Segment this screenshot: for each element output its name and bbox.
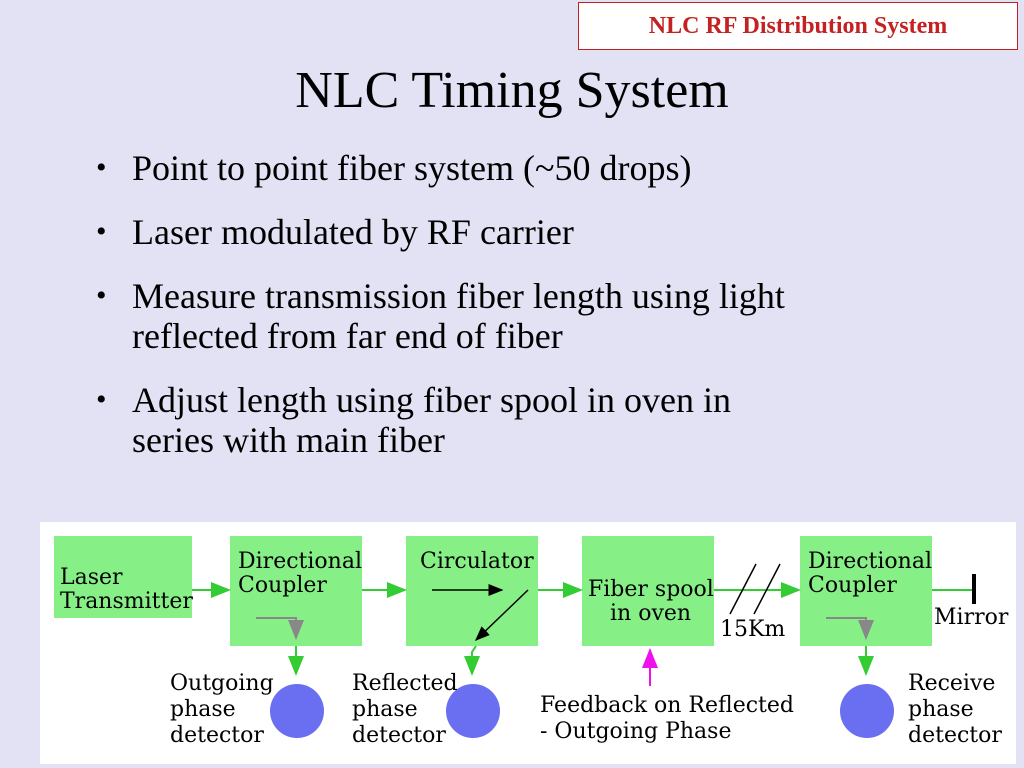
bullet-text: Measure transmission fiber length using …	[132, 276, 785, 316]
receive-detector-label-line3: detector	[908, 723, 1002, 748]
bullet-dot-icon: •	[96, 215, 107, 248]
mirror-label: Mirror	[934, 605, 1009, 630]
receive-detector-label-line1: Receive	[908, 671, 996, 696]
header-label: NLC RF Distribution System	[578, 2, 1018, 50]
timing-block-diagram: Laser Transmitter Directional Coupler Ci…	[40, 522, 1016, 764]
bullet-item: • Point to point fiber system (~50 drops…	[92, 148, 992, 188]
directional-coupler-1-box: Directional Coupler	[230, 536, 362, 646]
receive-phase-detector	[840, 684, 894, 738]
slide-title: NLC Timing System	[295, 62, 729, 119]
bullet-dot-icon: •	[96, 151, 107, 184]
coupler-2-label-line2: Coupler	[808, 573, 897, 598]
reflected-detector-label-line2: phase	[352, 697, 418, 722]
laser-transmitter-label-line2: Transmitter	[60, 589, 193, 614]
bullet-text: Adjust length using fiber spool in oven …	[132, 380, 731, 420]
feedback-label-line1: Feedback on Reflected	[540, 693, 794, 718]
circulator-label: Circulator	[420, 549, 534, 574]
bullet-item: • Laser modulated by RF carrier	[92, 212, 992, 252]
circulator-return-arrow	[474, 589, 529, 642]
bullet-dot-icon: •	[96, 279, 107, 312]
circulator-box: Circulator	[406, 536, 538, 646]
fiber-spool-label-line1: Fiber spool	[588, 577, 714, 602]
bullet-list: • Point to point fiber system (~50 drops…	[92, 148, 992, 484]
reflected-detector-label-line3: detector	[352, 723, 446, 748]
laser-transmitter-box: Laser Transmitter	[54, 536, 193, 618]
coupler2-tap-arrow	[826, 617, 874, 640]
outgoing-detector-label-line3: detector	[170, 723, 264, 748]
outgoing-detector-label-line2: phase	[170, 697, 236, 722]
reflected-detector-label-line1: Reflected	[352, 671, 458, 696]
bullet-text: Point to point fiber system (~50 drops)	[132, 148, 692, 188]
coupler-1-label-line2: Coupler	[238, 573, 327, 598]
distance-label: 15Km	[720, 617, 786, 642]
bullet-item: • Measure transmission fiber length usin…	[92, 276, 992, 356]
bullet-dot-icon: •	[96, 383, 107, 416]
break-mark-2	[753, 563, 781, 615]
reflected-phase-detector	[446, 684, 500, 738]
fiber-spool-label-line2: in oven	[610, 601, 692, 626]
coupler-2-label-line1: Directional	[808, 549, 932, 574]
receive-detector-label-line2: phase	[908, 697, 974, 722]
outgoing-phase-detector	[270, 684, 324, 738]
laser-transmitter-label-line1: Laser	[60, 565, 123, 590]
bullet-text-continued: series with main fiber	[132, 420, 445, 460]
feedback-label-line2: - Outgoing Phase	[540, 719, 732, 744]
coupler1-tap-arrow	[256, 617, 304, 640]
bullet-text-continued: reflected from far end of fiber	[132, 316, 563, 356]
bullet-item: • Adjust length using fiber spool in ove…	[92, 380, 992, 460]
break-mark-1	[729, 563, 757, 615]
coupler-1-label-line1: Directional	[238, 549, 362, 574]
arrow-to-reflected-detector	[464, 645, 480, 676]
outgoing-detector-label-line1: Outgoing	[170, 671, 274, 696]
bullet-text: Laser modulated by RF carrier	[132, 212, 574, 252]
fiber-spool-oven-box: Fiber spool in oven	[582, 536, 714, 646]
signal-wires	[192, 563, 976, 686]
